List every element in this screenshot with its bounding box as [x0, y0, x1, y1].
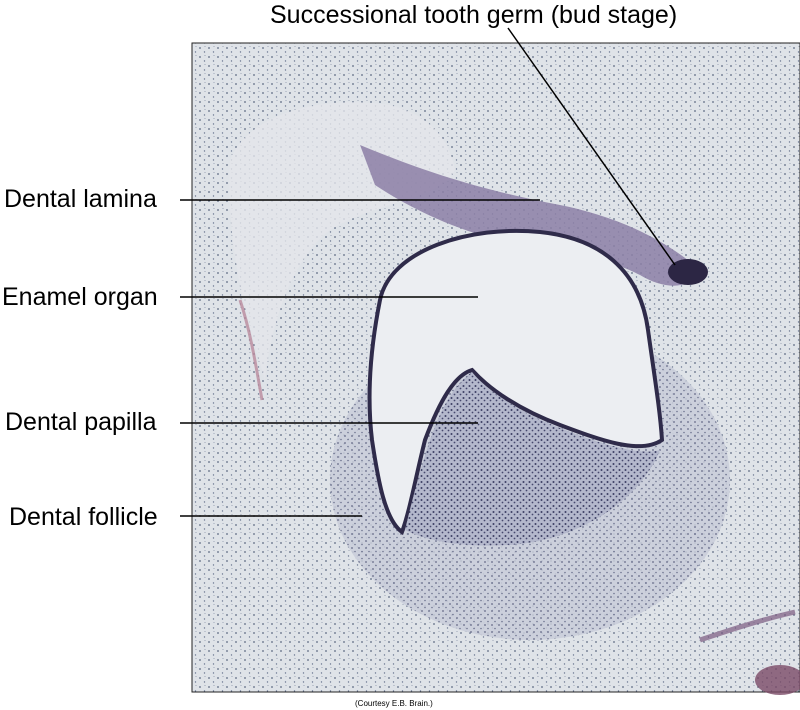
micrograph — [191, 42, 800, 695]
leader-line-successional — [507, 27, 676, 266]
image-credit: (Courtesy E.B. Brain.) — [355, 699, 433, 708]
label-dental-follicle: Dental follicle — [9, 503, 158, 531]
label-dental-lamina: Dental lamina — [4, 185, 157, 213]
leader-lines — [180, 27, 676, 517]
label-enamel-organ: Enamel organ — [2, 283, 158, 311]
label-dental-papilla: Dental papilla — [5, 408, 157, 436]
label-successional-tooth-germ: Successional tooth germ (bud stage) — [270, 1, 678, 29]
